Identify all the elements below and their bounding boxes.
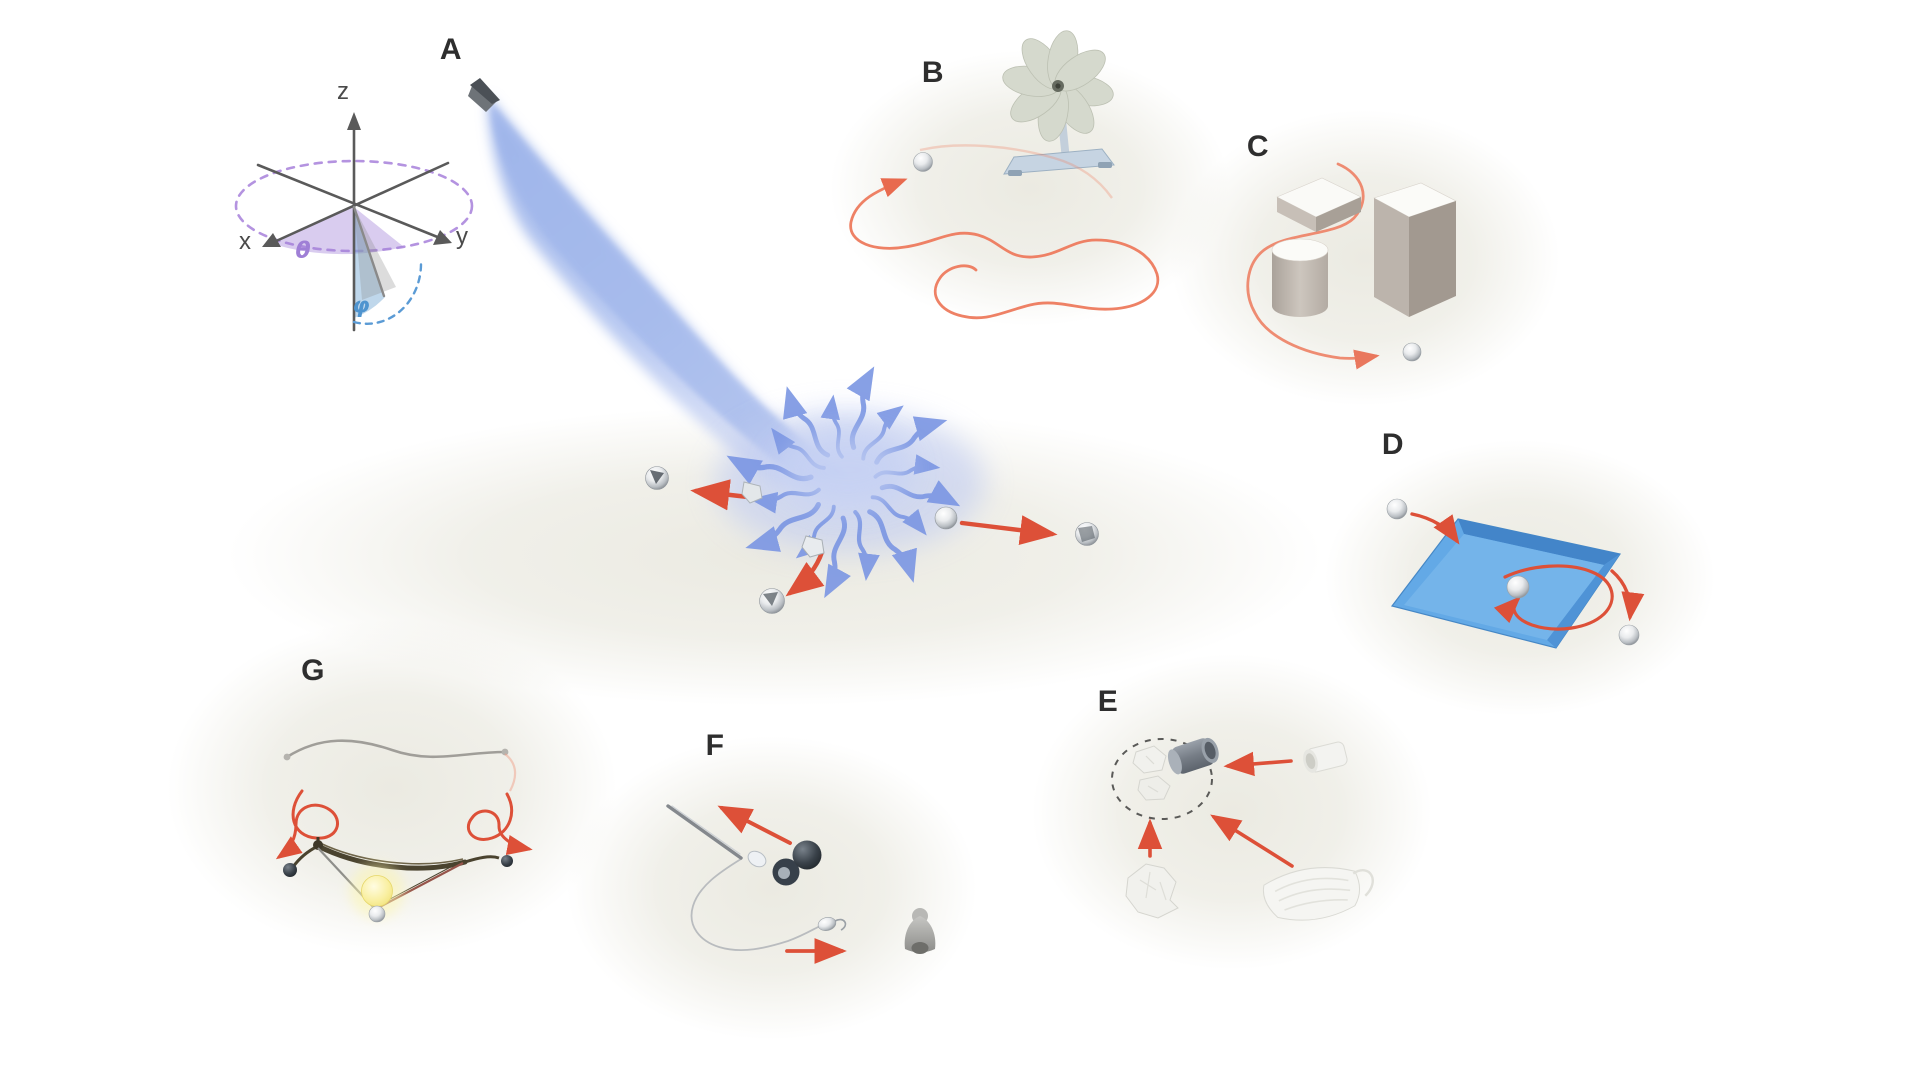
panel-a-label: A	[439, 33, 463, 66]
panel-f-label: F	[705, 729, 725, 762]
bell-bead	[904, 908, 936, 954]
scattered-objects	[645, 466, 1099, 614]
panel-b-label: B	[921, 56, 945, 89]
axis-x-label: x	[239, 228, 251, 255]
panel-a-axes	[234, 112, 474, 332]
obstacle-course	[1246, 162, 1457, 370]
fan	[999, 27, 1117, 176]
needle-thread	[666, 804, 936, 964]
metal-can	[1167, 737, 1219, 775]
glowing-ball	[361, 875, 393, 907]
phi-angle-label: φ	[352, 293, 370, 319]
trash-pile	[1111, 737, 1374, 921]
panel-g-label: G	[301, 654, 325, 687]
fan-ball-trajectory	[849, 144, 1160, 320]
theta-angle-label: θ	[295, 238, 311, 264]
panel-e-label: E	[1097, 685, 1119, 718]
axis-y-label: y	[456, 223, 468, 250]
panel-c-label: C	[1246, 130, 1270, 163]
white-cylinder	[1303, 741, 1348, 773]
pool	[1386, 498, 1645, 649]
rope-slingshot	[275, 739, 533, 923]
axis-z-label: z	[337, 78, 349, 105]
panel-d-label: D	[1381, 428, 1405, 461]
face-mask	[1262, 867, 1374, 921]
splash-streamlines	[733, 372, 955, 592]
